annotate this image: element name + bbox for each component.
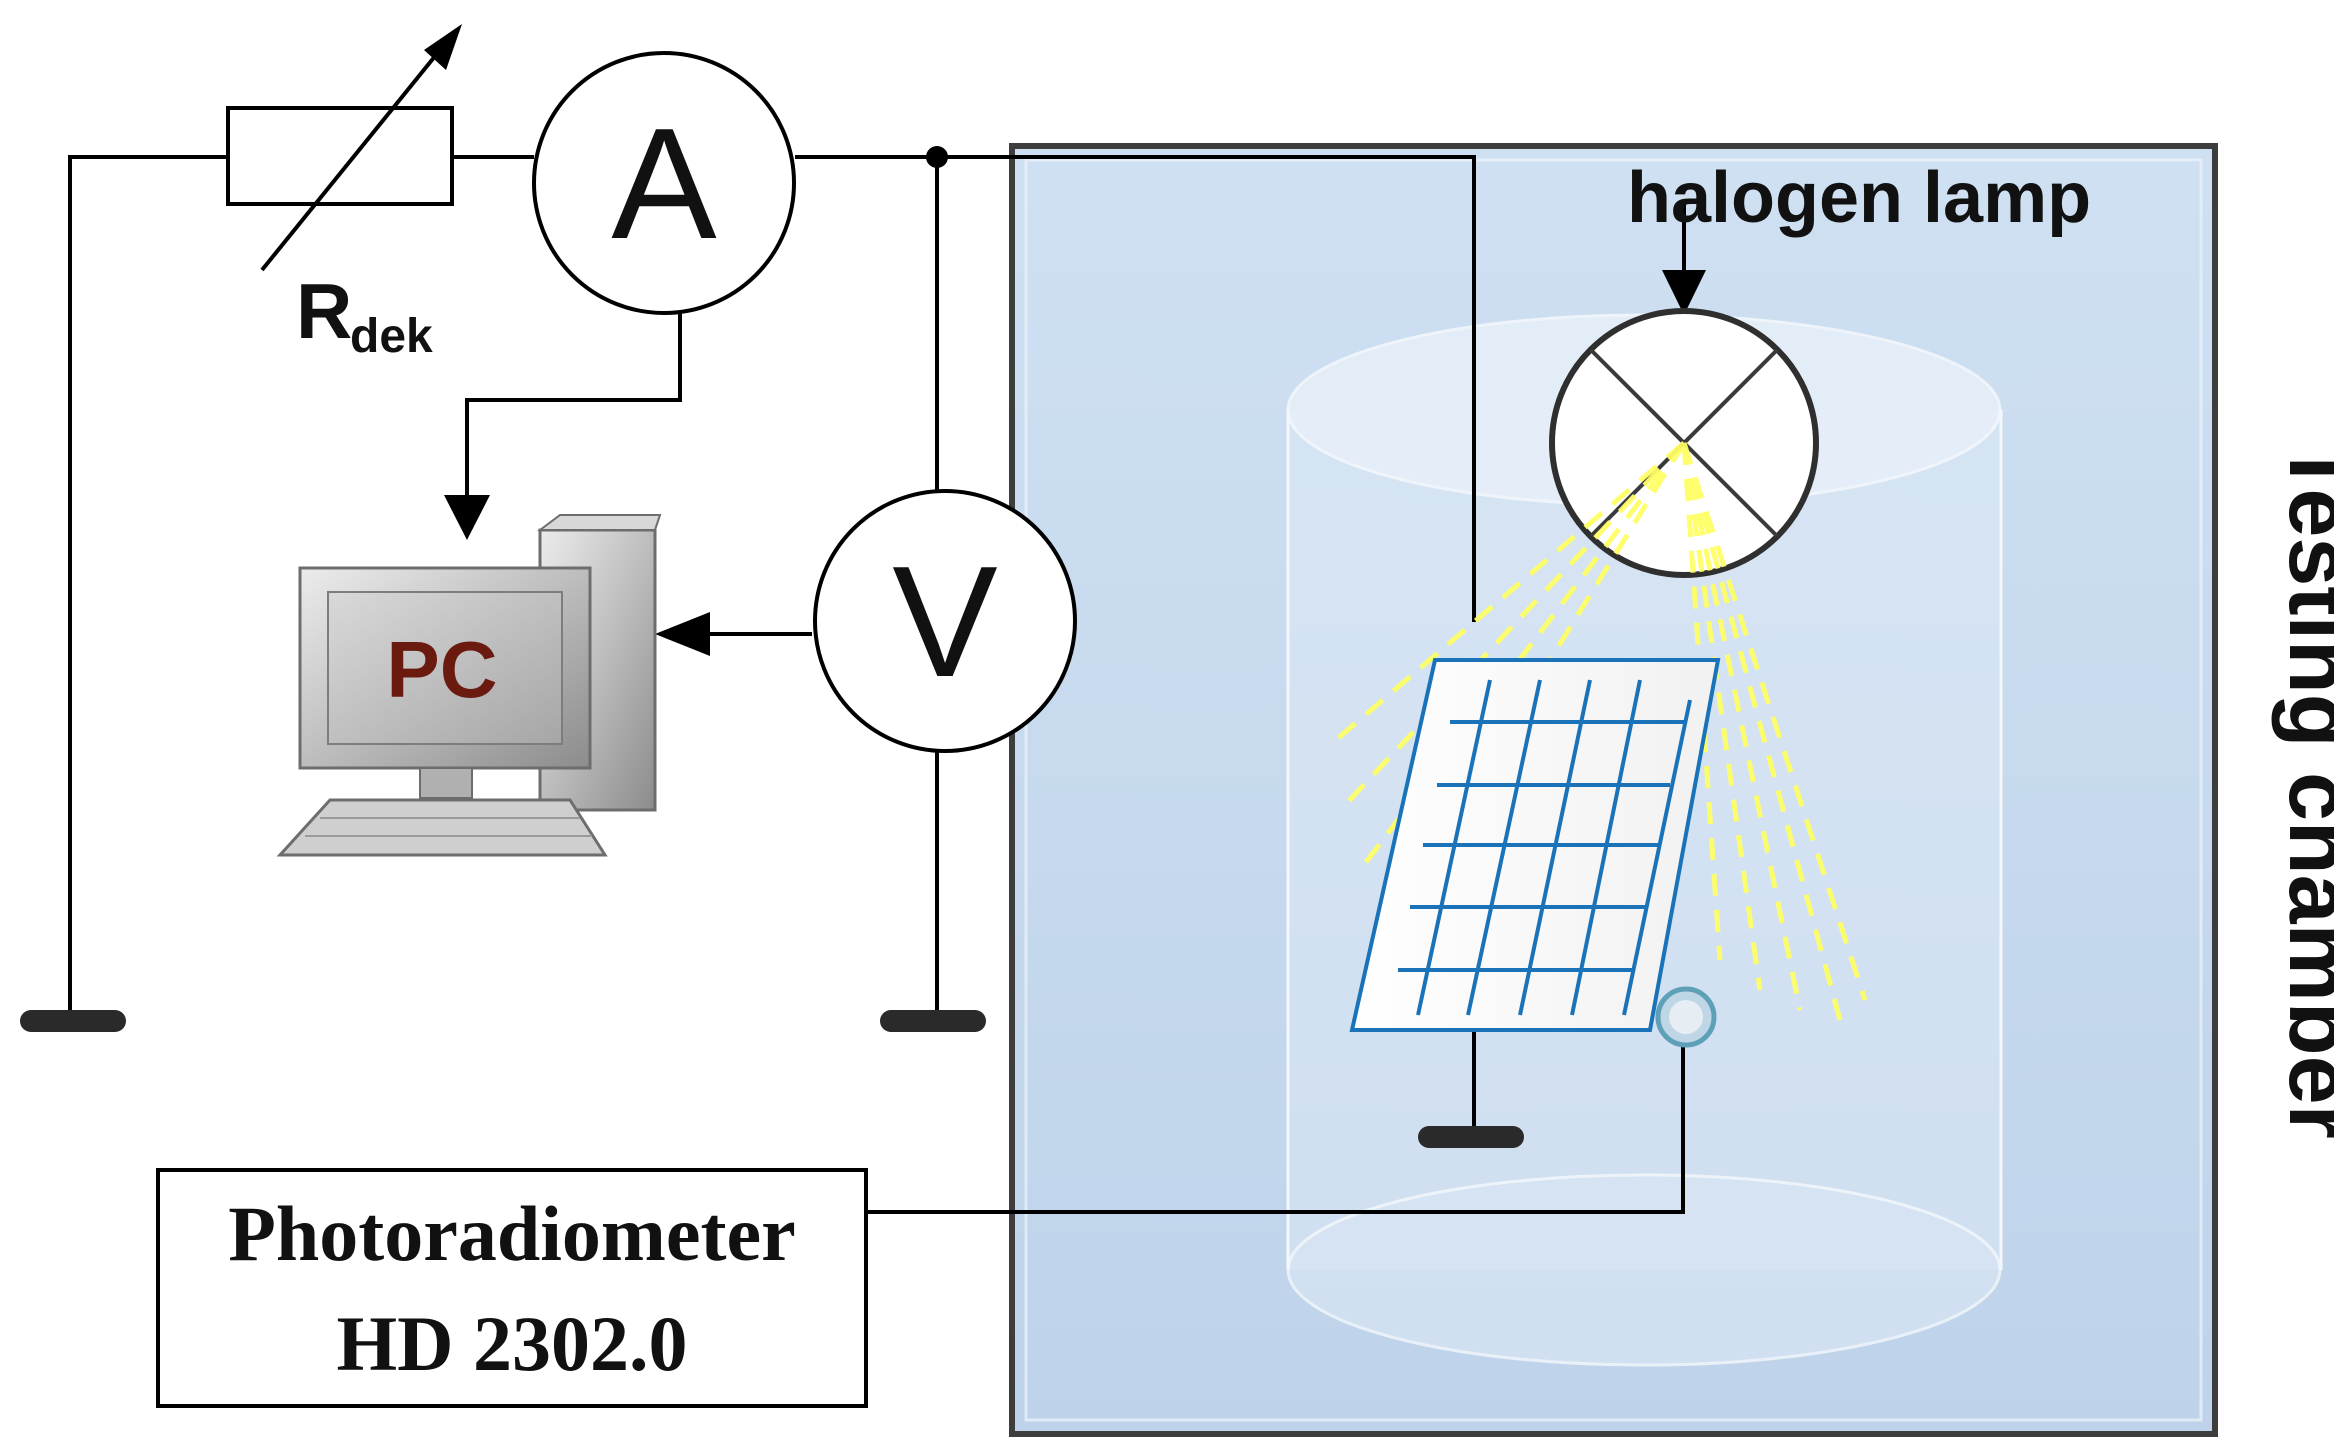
ammeter-label: A — [611, 96, 717, 272]
resistor-subscript: dek — [350, 310, 433, 363]
junction-node — [926, 146, 948, 168]
ground-icon — [20, 1010, 126, 1032]
resistor-label: R — [296, 267, 352, 355]
arrow-to-pc-top — [444, 495, 490, 540]
computer-icon — [276, 514, 662, 857]
arrow-heads — [444, 203, 1706, 656]
circuit-wires — [68, 155, 1685, 1214]
photoradiometer-box — [156, 1168, 868, 1408]
voltmeter-label: V — [892, 534, 997, 710]
photoradiometer-label-line2: HD 2302.0 — [337, 1300, 688, 1387]
pc-label: PC — [386, 625, 497, 714]
voltmeter-icon — [813, 489, 1077, 753]
photoradiometer-label-line1: Photoradiometer — [228, 1190, 795, 1277]
lamp-label: halogen lamp — [1627, 158, 2091, 238]
arrow-to-pc-side — [655, 612, 710, 656]
chamber-label: Testing chamber — [2271, 441, 2334, 1139]
variable-resistor-icon — [226, 24, 462, 272]
solar-panel-icon — [1349, 658, 1721, 1032]
ammeter-icon — [532, 51, 796, 315]
arrow-to-lamp — [1662, 270, 1706, 315]
light-sensor-icon — [1655, 986, 1717, 1048]
ground-icon — [1418, 1126, 1524, 1148]
ground-icon — [880, 1010, 986, 1032]
